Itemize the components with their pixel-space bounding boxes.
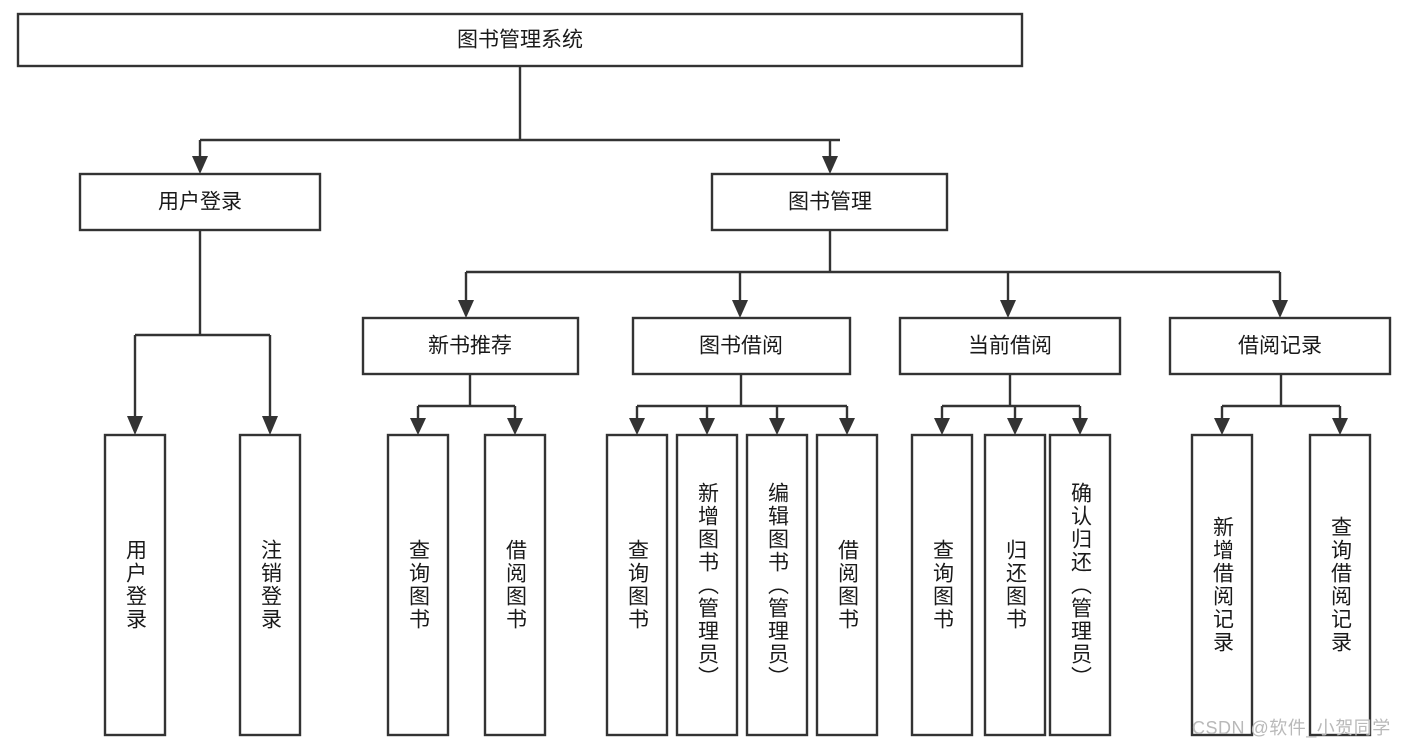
node-book-borrow-label: 图书借阅 <box>699 335 783 358</box>
arrow-head-leaf-query-record <box>1332 418 1348 435</box>
node-leaf-add-record[interactable] <box>1190 433 1254 737</box>
node-leaf-query-book-2[interactable] <box>605 433 669 737</box>
node-leaf-query-record[interactable] <box>1308 433 1372 737</box>
node-book-borrow[interactable] <box>631 316 852 376</box>
arrow-head-leaf-query-book-1 <box>410 418 426 435</box>
arrow-head-leaf-borrow-book-2 <box>839 418 855 435</box>
node-leaf-add-book[interactable] <box>675 433 739 737</box>
connector-layer <box>127 66 1348 435</box>
node-borrow-record[interactable] <box>1168 316 1392 376</box>
node-current-borrow[interactable] <box>898 316 1122 376</box>
node-leaf-return-book[interactable] <box>983 433 1047 737</box>
arrow-head-leaf-borrow-book-1 <box>507 418 523 435</box>
node-leaf-user-login[interactable] <box>103 433 167 737</box>
node-user-login[interactable] <box>78 172 322 232</box>
arrow-head-book-borrow <box>732 300 748 318</box>
node-leaf-query-book-3[interactable] <box>910 433 974 737</box>
arrow-head-leaf-add-record <box>1214 418 1230 435</box>
arrow-head-leaf-edit-book <box>769 418 785 435</box>
arrow-head-leaf-logout <box>262 416 278 435</box>
arrow-head-borrow-record <box>1272 300 1288 318</box>
node-current-borrow-label: 当前借阅 <box>968 335 1052 358</box>
arrow-head-leaf-return-book <box>1007 418 1023 435</box>
node-book-manage-label: 图书管理 <box>788 191 872 214</box>
arrow-head-leaf-query-book-2 <box>629 418 645 435</box>
arrow-head-leaf-user-login <box>127 416 143 435</box>
node-leaf-borrow-book-2[interactable] <box>815 433 879 737</box>
node-leaf-confirm-return[interactable] <box>1048 433 1112 737</box>
node-leaf-logout[interactable] <box>238 433 302 737</box>
node-leaf-query-book-1[interactable] <box>386 433 450 737</box>
arrow-head-book-manage <box>822 156 838 174</box>
arrow-head-leaf-confirm-return <box>1072 418 1088 435</box>
node-new-book-recommend[interactable] <box>361 316 580 376</box>
node-book-manage[interactable] <box>710 172 949 232</box>
arrow-head-leaf-add-book <box>699 418 715 435</box>
arrow-head-leaf-query-book-3 <box>934 418 950 435</box>
csdn-watermark: CSDN @软件_小贺同学 <box>1192 718 1391 738</box>
node-new-book-recommend-label: 新书推荐 <box>428 335 512 358</box>
arrow-head-current-borrow <box>1000 300 1016 318</box>
node-borrow-record-label: 借阅记录 <box>1238 335 1322 358</box>
node-root[interactable] <box>16 12 1024 68</box>
node-leaf-edit-book[interactable] <box>745 433 809 737</box>
node-root-label: 图书管理系统 <box>457 29 583 52</box>
arrow-head-new-book-recommend <box>458 300 474 318</box>
arrow-head-user-login <box>192 156 208 174</box>
node-user-login-label: 用户登录 <box>158 191 242 214</box>
node-leaf-borrow-book-1[interactable] <box>483 433 547 737</box>
node-layer: 图书管理系统 用户登录 图书管理 新书推荐 图书借阅 当前借阅 借阅记录 <box>16 12 1392 737</box>
